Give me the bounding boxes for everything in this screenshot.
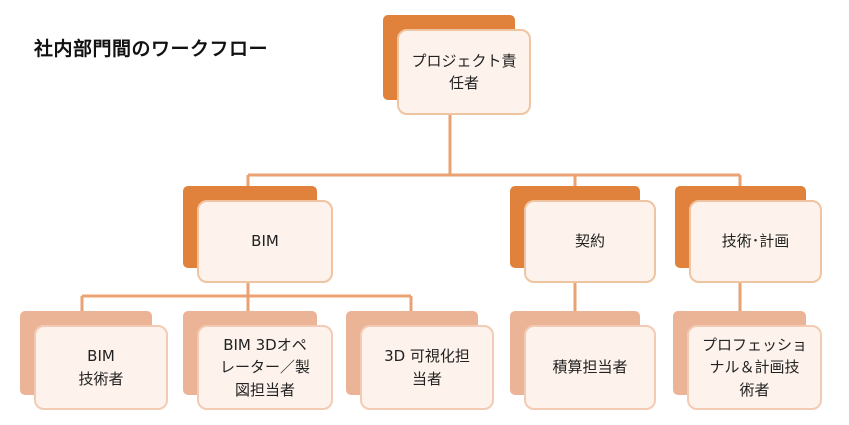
node-box: 3D 可視化担 当者 xyxy=(360,325,494,410)
node-label-contract: 契約 xyxy=(574,232,605,251)
node-box: プロフェッショ ナル＆計画技 術者 xyxy=(687,325,822,410)
node-label-visualization: 3D 可視化担 当者 xyxy=(384,347,470,388)
node-label-bim-engineer: BIM 技術者 xyxy=(78,347,124,388)
node-box: 技術･計画 xyxy=(689,200,822,283)
node-contract: 契約 xyxy=(510,186,656,283)
node-box: BIM xyxy=(197,200,333,283)
node-project-manager: プロジェクト責 任者 xyxy=(383,15,531,115)
node-bim-3d-operator: BIM 3Dオペ レーター／製 図担当者 xyxy=(183,311,333,410)
node-label-bim: BIM xyxy=(251,232,279,251)
node-box: 契約 xyxy=(524,200,656,283)
node-bim-engineer: BIM 技術者 xyxy=(20,311,168,410)
node-box: BIM 技術者 xyxy=(34,325,168,410)
node-bim: BIM xyxy=(183,186,333,283)
page-title: 社内部門間のワークフロー xyxy=(34,38,269,60)
node-professional-planner: プロフェッショ ナル＆計画技 術者 xyxy=(673,311,822,410)
node-box: BIM 3Dオペ レーター／製 図担当者 xyxy=(197,325,333,410)
node-box: 積算担当者 xyxy=(524,325,656,410)
node-label-tech-planning: 技術･計画 xyxy=(721,232,790,251)
node-estimator: 積算担当者 xyxy=(510,311,656,410)
node-label-estimator: 積算担当者 xyxy=(552,358,628,377)
node-label-bim-3d-operator: BIM 3Dオペ レーター／製 図担当者 xyxy=(219,335,310,399)
node-box: プロジェクト責 任者 xyxy=(397,29,531,115)
node-label-project-manager: プロジェクト責 任者 xyxy=(411,51,517,93)
node-visualization: 3D 可視化担 当者 xyxy=(346,311,494,410)
node-label-professional-planner: プロフェッショ ナル＆計画技 術者 xyxy=(701,335,807,399)
node-tech-planning: 技術･計画 xyxy=(675,186,822,283)
